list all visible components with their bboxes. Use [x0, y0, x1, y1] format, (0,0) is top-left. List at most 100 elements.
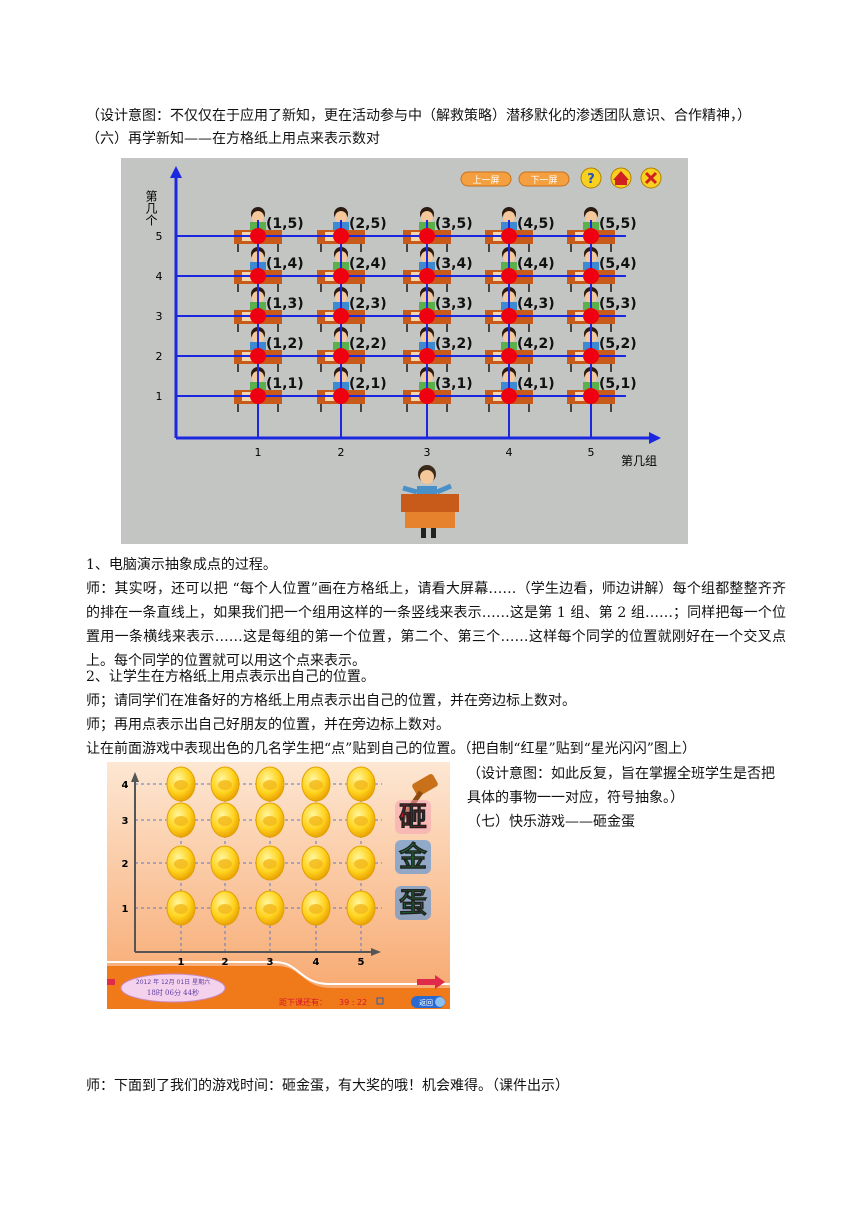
date-time-box: 2012 年 12月 01日 星期六 18时 06分 44秒	[120, 973, 226, 1003]
home-icon[interactable]	[610, 167, 632, 189]
y-tick-label: 3	[156, 310, 163, 323]
position-dot	[501, 348, 517, 364]
position-dot	[419, 348, 435, 364]
golden-egg[interactable]	[255, 890, 285, 926]
next-screen-button[interactable]: 下一屏	[518, 171, 570, 187]
close-icon[interactable]	[640, 167, 662, 189]
golden-egg[interactable]	[166, 766, 196, 802]
position-dot	[250, 308, 266, 324]
return-button[interactable]: 返回	[411, 996, 445, 1008]
position-dot	[501, 268, 517, 284]
step-1-body: 师：其实呀，还可以把 “每个人位置”画在方格纸上，请看大屏幕……（学生边看，师边…	[86, 581, 786, 669]
prev-screen-button[interactable]: 上一屏	[460, 171, 512, 187]
game-title-char: 蛋	[399, 886, 427, 919]
position-dot	[250, 268, 266, 284]
golden-egg[interactable]	[301, 766, 331, 802]
golden-egg[interactable]	[301, 845, 331, 881]
pair-label: (5,4)	[599, 256, 637, 272]
position-dot	[333, 268, 349, 284]
golden-egg[interactable]	[210, 845, 240, 881]
x-tick-label: 3	[424, 446, 431, 459]
y-axis-arrow	[170, 166, 182, 178]
step-2-title: 2、让学生在方格纸上用点表示出自己的位置。	[86, 669, 375, 685]
pair-label: (4,5)	[517, 216, 555, 232]
countdown-value: 39 : 22	[339, 998, 367, 1007]
teacher-instruction-a: 师；请同学们在准备好的方格纸上用点表示出自己的位置，并在旁边标上数对。	[86, 693, 576, 709]
x-tick-label: 4	[313, 957, 320, 968]
position-dot	[501, 308, 517, 324]
golden-egg[interactable]	[346, 890, 376, 926]
pair-label: (1,4)	[266, 256, 304, 272]
golden-egg[interactable]	[301, 802, 331, 838]
position-dot	[333, 228, 349, 244]
pair-label: (3,5)	[435, 216, 473, 232]
game-title-char: 砸	[399, 800, 427, 833]
design-intent-note: （设计意图：不仅仅在于应用了新知，更在活动参与中（解救策略）潜移默化的渗透团队意…	[86, 108, 751, 124]
sticker-instruction: 让在前面游戏中表现出色的几名学生把“点”贴到自己的位置。（把自制“红星”贴到“星…	[86, 741, 696, 757]
golden-egg[interactable]	[210, 766, 240, 802]
help-icon[interactable]: ?	[580, 167, 602, 189]
countdown-toggle-icon[interactable]	[376, 997, 384, 1005]
golden-egg[interactable]	[346, 845, 376, 881]
golden-egg[interactable]	[166, 802, 196, 838]
x-tick-label: 2	[338, 446, 345, 459]
position-dot	[501, 228, 517, 244]
section-6-title: （六）再学新知——在方格纸上用点来表示数对	[86, 131, 380, 147]
golden-eggs	[166, 766, 376, 926]
position-dot	[419, 388, 435, 404]
countdown-label: 距下课还有：	[279, 997, 327, 1007]
date-line: 2012 年 12月 01日 星期六	[136, 978, 210, 986]
golden-egg[interactable]	[166, 845, 196, 881]
position-dot	[333, 308, 349, 324]
position-dot	[333, 348, 349, 364]
time-line: 18时 06分 44秒	[147, 988, 199, 997]
pair-label: (2,2)	[349, 336, 387, 352]
next-arrow-icon[interactable]	[417, 975, 445, 989]
golden-egg[interactable]	[255, 845, 285, 881]
y-axis-label: 第几个	[144, 190, 158, 226]
y-tick-label: 4	[122, 780, 129, 791]
pair-label: (3,2)	[435, 336, 473, 352]
golden-egg[interactable]	[210, 802, 240, 838]
golden-egg[interactable]	[255, 766, 285, 802]
x-tick-label: 2	[222, 957, 229, 968]
x-tick-label: 1	[255, 446, 262, 459]
section-7-title: （七）快乐游戏——砸金蛋	[467, 814, 635, 830]
pair-label: (1,1)	[266, 376, 304, 392]
position-dot	[419, 268, 435, 284]
pair-label: (5,5)	[599, 216, 637, 232]
svg-text:上一屏: 上一屏	[472, 175, 499, 186]
position-dot	[583, 228, 599, 244]
golden-egg[interactable]	[255, 802, 285, 838]
x-axis-arrow	[649, 432, 661, 444]
y-tick-label: 1	[156, 390, 163, 403]
position-dot	[419, 228, 435, 244]
pair-label: (1,5)	[266, 216, 304, 232]
x-tick-label: 5	[358, 957, 365, 968]
golden-egg[interactable]	[210, 890, 240, 926]
golden-egg[interactable]	[301, 890, 331, 926]
pair-label: (3,1)	[435, 376, 473, 392]
game-title-chars: 砸金蛋	[395, 800, 431, 920]
golden-egg[interactable]	[346, 766, 376, 802]
y-tick-label: 4	[156, 270, 163, 283]
pair-label: (4,1)	[517, 376, 555, 392]
golden-egg[interactable]	[166, 890, 196, 926]
y-tick-label: 5	[156, 230, 163, 243]
y-tick-label: 2	[122, 859, 129, 870]
position-dots	[250, 228, 599, 404]
svg-text:下一屏: 下一屏	[530, 175, 557, 186]
position-dot	[583, 348, 599, 364]
pair-label: (4,2)	[517, 336, 555, 352]
pair-label: (4,3)	[517, 296, 555, 312]
step-1-title: 1、电脑演示抽象成点的过程。	[86, 557, 277, 573]
x-tick-label: 3	[267, 957, 274, 968]
svg-text:?: ?	[587, 172, 595, 187]
golden-egg[interactable]	[346, 802, 376, 838]
svg-text:返回: 返回	[419, 999, 433, 1007]
position-dot	[250, 348, 266, 364]
